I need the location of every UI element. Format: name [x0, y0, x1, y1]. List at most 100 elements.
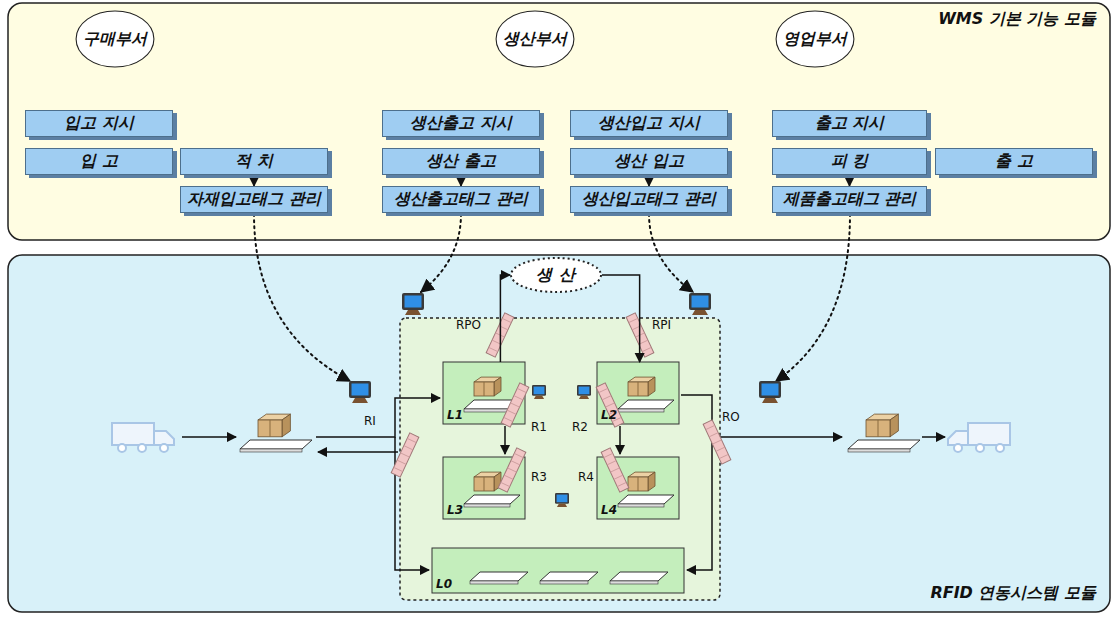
location-label: L0	[436, 577, 452, 591]
pallet-icon	[470, 572, 528, 584]
department-circle: 영업부서	[775, 10, 855, 68]
process-box: 입 고	[25, 148, 173, 175]
rfid-reader-gate	[391, 433, 419, 477]
node-label: 생산입고 지시	[598, 113, 700, 134]
flow-arrow	[602, 275, 640, 362]
pallet-icon	[618, 400, 674, 412]
pallet-icon	[540, 572, 598, 584]
process-box: 생산출고 지시	[382, 110, 540, 137]
process-ellipse: 생 산	[510, 257, 602, 293]
monitor-icon	[532, 385, 546, 399]
process-box: 적 치	[180, 148, 328, 175]
node-label: 구매부서	[83, 29, 147, 50]
department-circle: 구매부서	[75, 10, 155, 68]
process-box: 생산입고태그 관리	[570, 186, 728, 213]
storage-location: L3	[443, 457, 525, 519]
process-box: 생산출고태그 관리	[382, 186, 540, 213]
storage-location: L2	[597, 362, 679, 424]
tag-link-line	[776, 214, 850, 381]
box-icon	[474, 377, 501, 396]
pallet-icon	[240, 440, 312, 452]
storage-location: L0	[432, 548, 684, 593]
process-box: 피 킹	[772, 148, 927, 175]
process-box: 입고 지시	[25, 110, 173, 137]
box-icon	[258, 414, 290, 437]
module-title: RFID 연동시스템 모듈	[930, 583, 1096, 604]
module-panel: RFID 연동시스템 모듈 생 산 L1 L2L3 L4L0	[8, 255, 1110, 612]
pallet-icon	[610, 572, 668, 584]
storage-location: L4	[597, 457, 679, 519]
node-label: 적 치	[235, 151, 273, 172]
storage-slot	[432, 548, 684, 593]
process-box: 출 고	[935, 148, 1093, 175]
pallet-icon	[464, 495, 520, 507]
flow-line	[619, 426, 621, 454]
node-label: 생산출고 지시	[410, 113, 512, 134]
node-label: 출 고	[995, 151, 1033, 172]
box-icon	[474, 472, 501, 491]
monitor-icon	[759, 381, 781, 403]
box-icon	[628, 472, 655, 491]
flow-line	[504, 426, 506, 454]
reader-label: RPI	[652, 318, 671, 332]
warehouse-region	[400, 318, 720, 600]
process-box: 출고 지시	[772, 110, 927, 137]
reader-label: R1	[531, 420, 547, 434]
node-label: 생산 입고	[614, 151, 684, 172]
reader-label: R4	[578, 470, 594, 484]
panel-ground	[8, 3, 1110, 240]
box-icon	[866, 414, 898, 437]
module-panel: WMS 기본 기능 모듈구매부서 생산부서 영업부서입고 지시입 고 적 치자재입고태…	[8, 3, 1110, 240]
truck-icon	[948, 423, 1010, 452]
rfid-reader-gate	[498, 448, 526, 492]
flow-line	[318, 451, 398, 453]
flow-arrow	[648, 175, 650, 186]
process-box: 생산 출고	[382, 148, 540, 175]
flow-line	[681, 395, 842, 437]
box-icon	[628, 377, 655, 396]
storage-location: L1	[443, 362, 525, 424]
panel-ground	[8, 255, 1110, 612]
node-label: 입 고	[80, 151, 118, 172]
reader-label: R2	[572, 420, 588, 434]
monitor-icon	[577, 385, 591, 399]
rfid-reader-gate	[596, 383, 624, 427]
pallet-icon	[618, 495, 674, 507]
truck-icon	[112, 423, 174, 452]
node-label: 피 킹	[831, 151, 869, 172]
node-label: 영업부서	[783, 29, 847, 50]
rfid-reader-gate	[501, 383, 529, 427]
location-label: L3	[447, 503, 463, 517]
tag-link-line	[421, 214, 461, 292]
monitor-icon	[349, 381, 371, 403]
flow-line	[922, 436, 945, 438]
monitor-icon	[555, 493, 569, 507]
tag-link-line	[649, 214, 693, 292]
rfid-reader-gate	[601, 448, 629, 492]
node-label: 자재입고태그 관리	[187, 189, 321, 210]
monitor-icon	[689, 293, 711, 315]
node-label: 생 산	[536, 265, 577, 286]
process-box: 생산 입고	[570, 148, 728, 175]
flow-arrow	[460, 175, 462, 186]
node-label: 생산 출고	[426, 151, 496, 172]
department-circle: 생산부서	[495, 10, 575, 68]
flow-line	[316, 398, 440, 437]
flow-arrow	[849, 175, 851, 186]
rfid-reader-gate	[703, 420, 731, 464]
flow-line	[687, 437, 712, 570]
pallet-icon	[848, 440, 920, 452]
reader-label: RPO	[456, 318, 481, 332]
flow-line	[182, 436, 236, 438]
flow-arrow	[253, 175, 255, 186]
node-label: 출고 지시	[815, 113, 885, 134]
tag-link-line	[254, 214, 350, 381]
module-title: WMS 기본 기능 모듈	[938, 9, 1096, 30]
process-box: 제품출고태그 관리	[772, 186, 927, 213]
node-label: 생산출고태그 관리	[394, 189, 528, 210]
flow-arrow	[500, 275, 510, 362]
node-label: 생산입고태그 관리	[582, 189, 716, 210]
node-label: 제품출고태그 관리	[783, 189, 917, 210]
